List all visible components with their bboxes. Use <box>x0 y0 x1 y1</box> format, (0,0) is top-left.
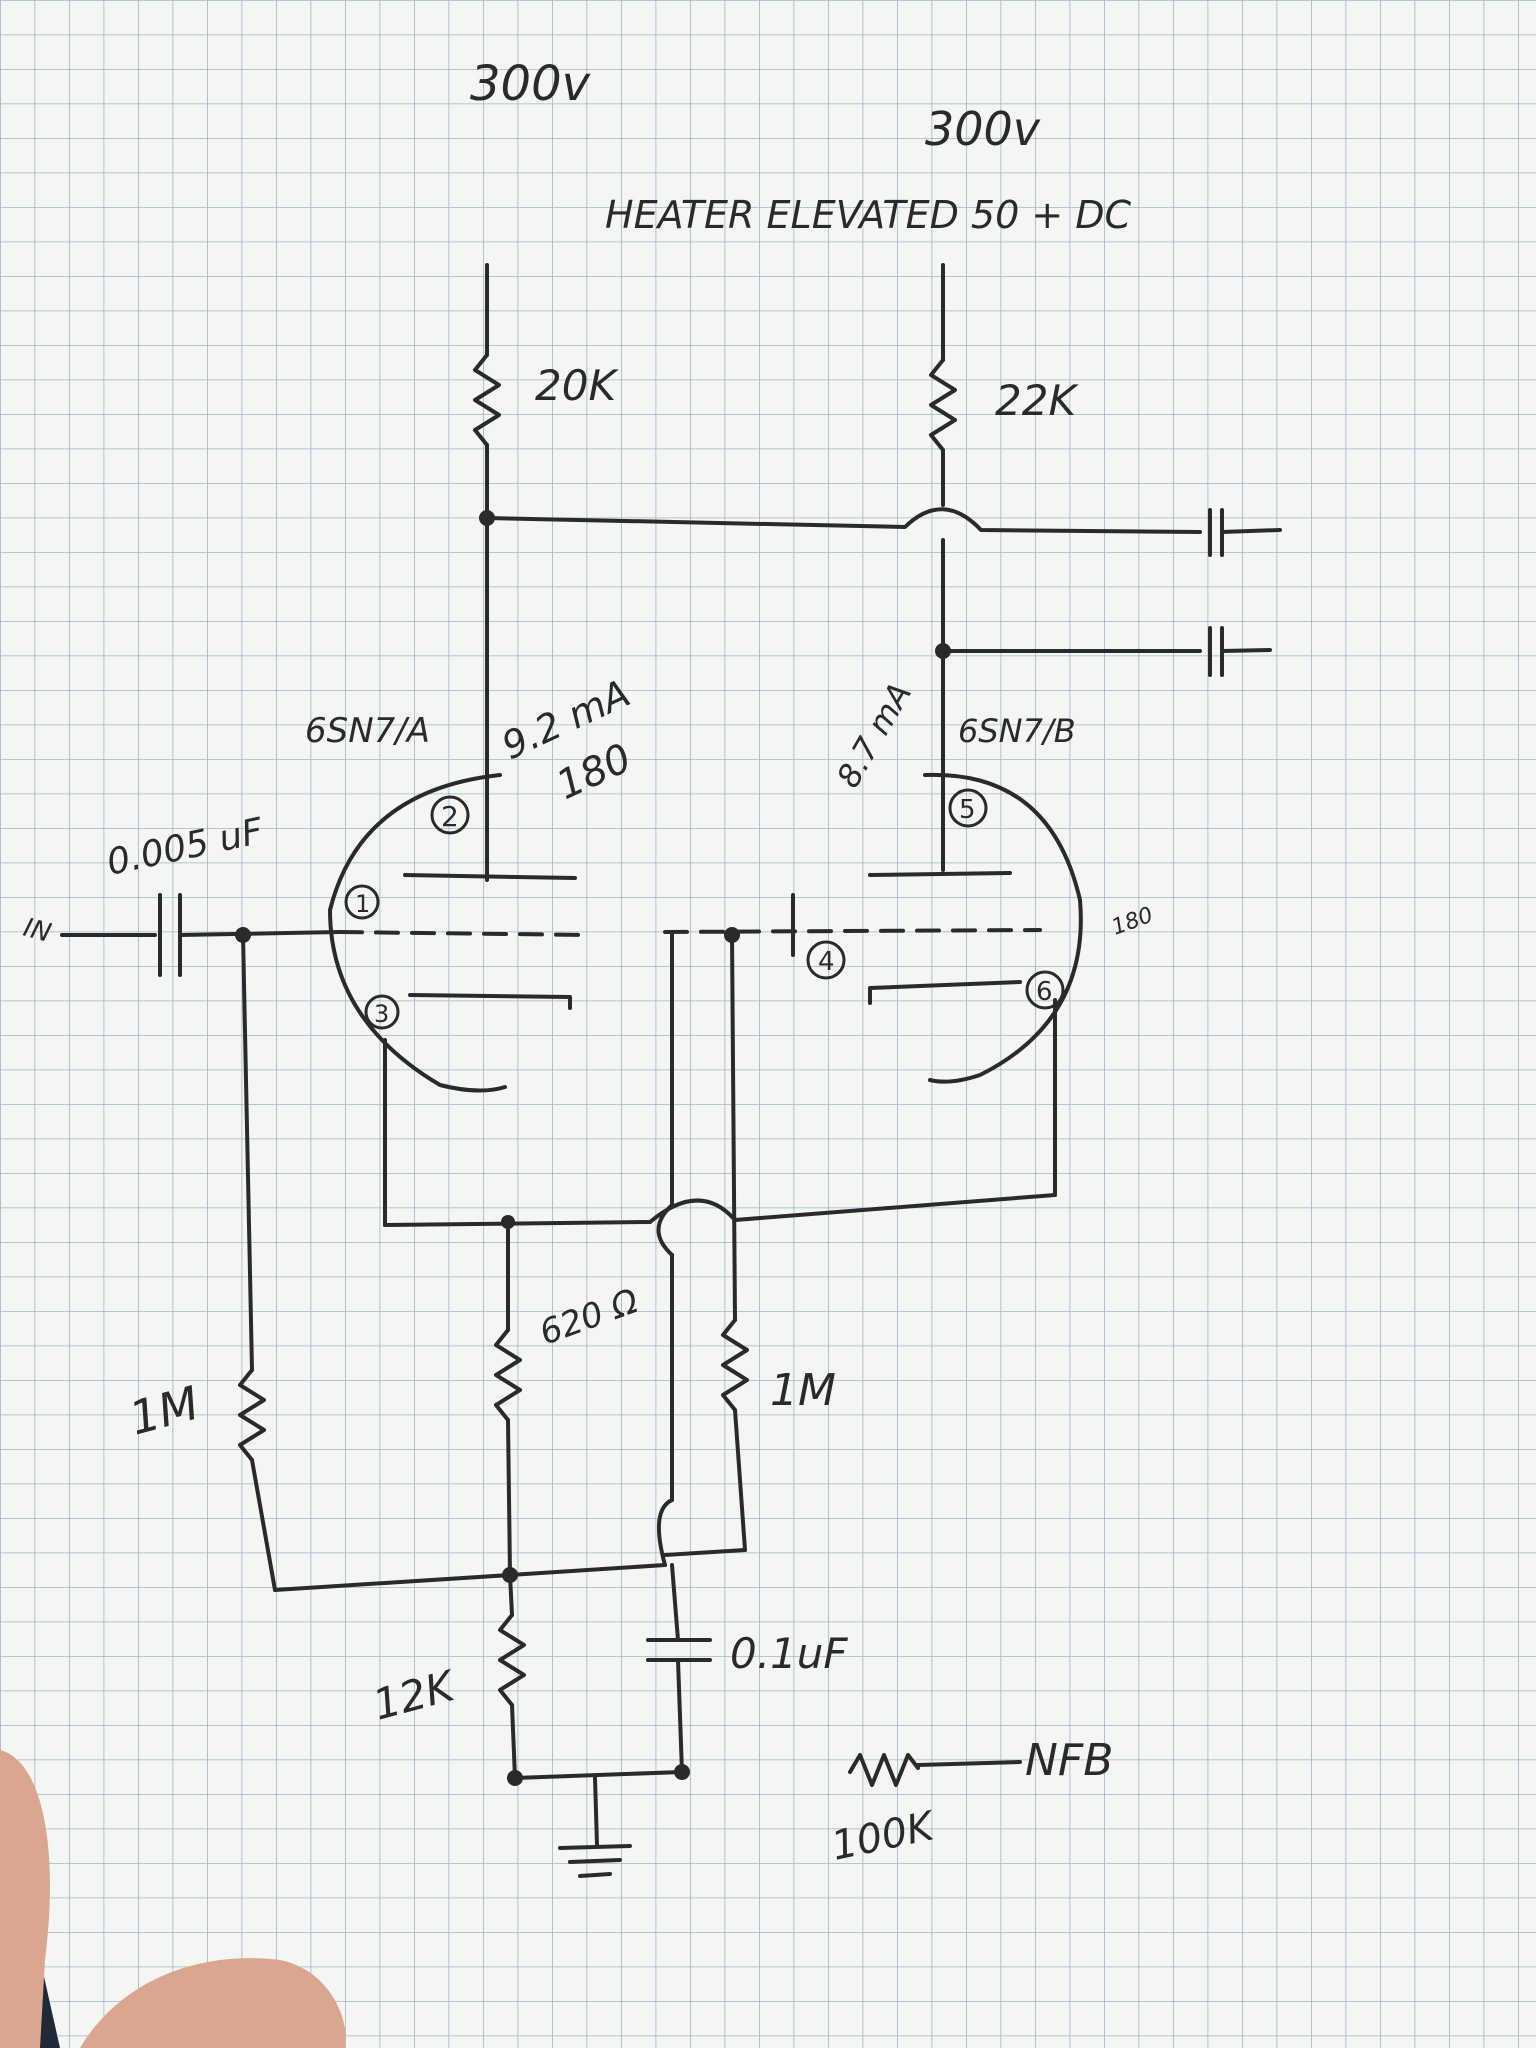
pin-1-circle <box>344 884 380 920</box>
plate-resistor-left-label: 20K <box>535 361 619 410</box>
plate-resistor-right-label: 22K <box>995 376 1079 425</box>
pin-5-circle <box>948 788 988 828</box>
thumb <box>0 1750 50 2048</box>
resistor-grid-b-1m <box>721 1318 749 1412</box>
resistor-100k <box>848 1753 920 1787</box>
pin-6-circle <box>1025 970 1065 1010</box>
pin-6-label: 6 <box>1036 977 1053 1007</box>
resistor-grid-1m <box>238 1368 266 1462</box>
heater-note: HEATER ELEVATED 50 + DC <box>605 193 1132 237</box>
cathode-cap-label: 0.1uF <box>730 1629 848 1678</box>
resistor-620-ohm <box>494 1328 522 1422</box>
tube-b-name: 6SN7/B <box>958 712 1076 750</box>
pin-3-label: 3 <box>374 1000 389 1028</box>
pin-2-label: 2 <box>441 800 459 833</box>
pin-1-label: 1 <box>355 890 370 918</box>
tube-b-envelope <box>923 772 1083 1084</box>
pin-3-circle <box>364 994 400 1030</box>
resistor-22k <box>929 358 957 452</box>
pin-5-label: 5 <box>959 795 976 825</box>
finger <box>80 1958 346 2048</box>
pin-2-circle <box>430 795 470 835</box>
circuit-wiring <box>60 263 1282 1878</box>
supply-label-right: 300v <box>925 102 1041 156</box>
pin-4-circle <box>806 940 846 980</box>
supply-label-left: 300v <box>470 56 591 112</box>
feedback-label: NFB <box>1025 1735 1113 1786</box>
grid-b-resistor-label: 1M <box>770 1365 836 1416</box>
tube-a-name: 6SN7/A <box>305 711 430 751</box>
junction-dots <box>235 510 951 1786</box>
resistor-12k <box>498 1613 526 1707</box>
resistor-20k <box>473 353 501 447</box>
pin-4-label: 4 <box>818 947 835 977</box>
tube-a-envelope <box>328 773 507 1093</box>
pin-markers <box>344 788 1065 1030</box>
